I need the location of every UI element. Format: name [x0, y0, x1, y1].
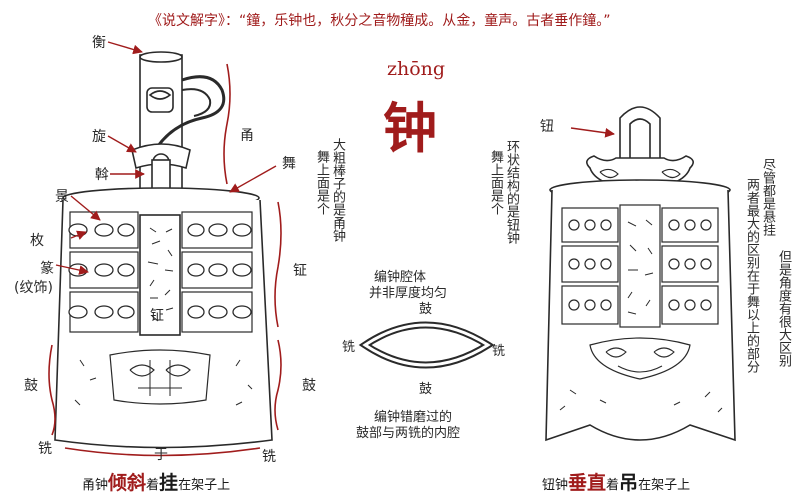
yong-note-a: 大粗棒子的是甬钟 — [330, 138, 345, 242]
cavity-note-1: 编钟腔体 — [374, 270, 427, 285]
caption-yong-p3: 在架子上 — [178, 478, 231, 493]
cavity-note-2: 并非厚度均匀 — [369, 286, 448, 301]
caption-niu-b1: 垂直 — [568, 472, 607, 494]
cross-xian-right: 铣 — [492, 344, 506, 359]
label-yong: 甬 — [240, 128, 254, 144]
label-gan: 斡 — [95, 167, 109, 183]
caption-yong-p2: 着 — [146, 478, 160, 493]
left-brackets — [48, 63, 282, 457]
compare-note-b: 两者最大的区别在于舞以上的部分 — [744, 178, 759, 373]
niu-note-b: 舞上面是个 — [488, 150, 503, 215]
cross-section-diagram — [358, 321, 495, 369]
label-yu: 于 — [154, 447, 168, 463]
caption-niu-zhong: 钮钟垂直着吊在架子上 — [542, 468, 690, 495]
caption-yong-b1: 倾斜 — [108, 472, 147, 494]
yong-note-b: 舞上面是个 — [314, 150, 329, 215]
title-pinyin: zhōng — [387, 58, 446, 80]
left-arrows — [55, 41, 277, 275]
label-xian-right: 铣 — [262, 449, 276, 465]
caption-niu-b2: 吊 — [619, 472, 639, 494]
label-heng: 衡 — [92, 35, 106, 51]
label-xian-left: 铣 — [38, 441, 52, 457]
label-gu-left: 鼓 — [24, 378, 38, 394]
grind-note-1: 编钟错磨过的 — [374, 410, 453, 425]
niu-note-a: 环状结构的是钮钟 — [504, 140, 519, 244]
title-character: 钟 — [383, 96, 437, 160]
label-zheng-inner: 钲 — [150, 308, 164, 324]
label-zhuan: 篆 — [40, 261, 54, 277]
yong-zhong-bell — [54, 51, 273, 449]
compare-note-c: 但是角度有很大区别 — [776, 250, 791, 367]
label-zhuan-note: (纹饰) — [14, 280, 53, 296]
caption-niu-p3: 在架子上 — [638, 478, 691, 493]
label-gu-right: 鼓 — [302, 378, 316, 394]
caption-yong-zhong: 甬钟倾斜着挂在架子上 — [82, 468, 230, 495]
caption-niu-p2: 着 — [606, 478, 620, 493]
right-arrows — [570, 127, 615, 138]
label-zheng: 钲 — [293, 263, 307, 279]
caption-yong-b2: 挂 — [159, 472, 179, 494]
grind-note-2: 鼓部与两铣的内腔 — [356, 426, 461, 441]
caption-yong-p1: 甬钟 — [82, 478, 109, 493]
caption-niu-p1: 钮钟 — [542, 478, 569, 493]
niu-zhong-bell — [545, 106, 736, 442]
cross-gu-top: 鼓 — [419, 302, 433, 317]
cross-xian-left: 铣 — [342, 340, 356, 355]
label-jing: 景 — [55, 189, 69, 205]
label-xuan: 旋 — [92, 129, 106, 145]
label-mei: 枚 — [30, 233, 44, 249]
shuowen-quote: 《说文解字》：“鐘，乐钟也，秋分之音物穜成。从金，童声。古者垂作鐘。” — [148, 13, 611, 29]
compare-note-a: 尽管都是悬挂 — [760, 158, 775, 236]
cross-gu-bottom: 鼓 — [419, 382, 433, 397]
label-niu: 钮 — [540, 119, 554, 135]
label-wu: 舞 — [282, 156, 296, 172]
